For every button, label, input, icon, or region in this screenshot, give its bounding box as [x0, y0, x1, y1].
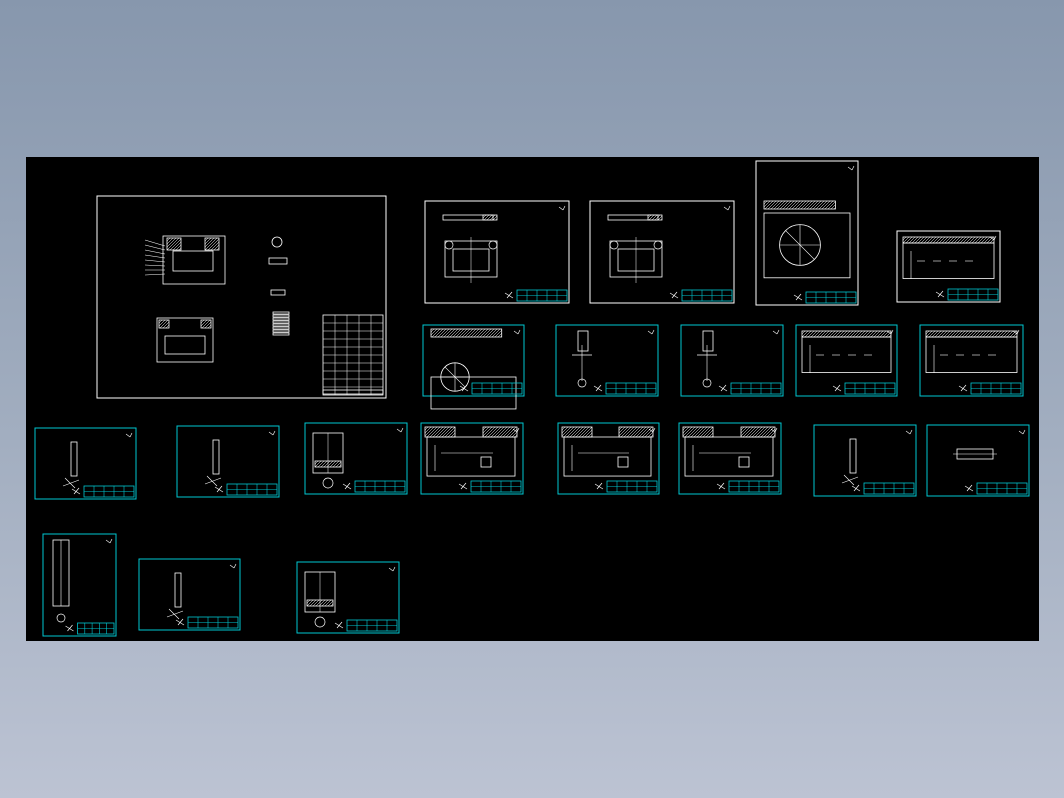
drawing-sheet-5[interactable] — [896, 230, 1001, 303]
drawing-sheet-14[interactable] — [420, 422, 524, 495]
drawing-sheet-20[interactable] — [138, 558, 241, 631]
drawing-sheet-13[interactable] — [304, 422, 408, 495]
drawing-sheet-21[interactable] — [296, 561, 400, 634]
drawing-sheet-7[interactable] — [555, 324, 659, 397]
drawing-sheets-layer — [34, 160, 1030, 637]
drawing-sheet-6[interactable] — [422, 324, 525, 410]
drawing-sheet-19[interactable] — [42, 533, 117, 637]
drawing-sheet-8[interactable] — [680, 324, 784, 397]
drawing-sheet-16[interactable] — [678, 422, 782, 495]
cad-model-space[interactable] — [26, 157, 1039, 641]
drawing-sheet-12[interactable] — [176, 425, 280, 498]
drawing-sheet-3[interactable] — [589, 200, 735, 304]
drawing-sheet-1[interactable] — [96, 195, 387, 399]
drawing-sheet-2[interactable] — [424, 200, 570, 304]
drawing-sheet-17[interactable] — [813, 424, 917, 497]
drawing-sheet-11[interactable] — [34, 427, 137, 500]
drawing-sheet-15[interactable] — [557, 422, 660, 495]
drawing-sheet-10[interactable] — [919, 324, 1024, 397]
drawing-sheet-18[interactable] — [926, 424, 1030, 497]
drawing-sheet-9[interactable] — [795, 324, 898, 397]
drawing-sheet-4[interactable] — [755, 160, 859, 306]
